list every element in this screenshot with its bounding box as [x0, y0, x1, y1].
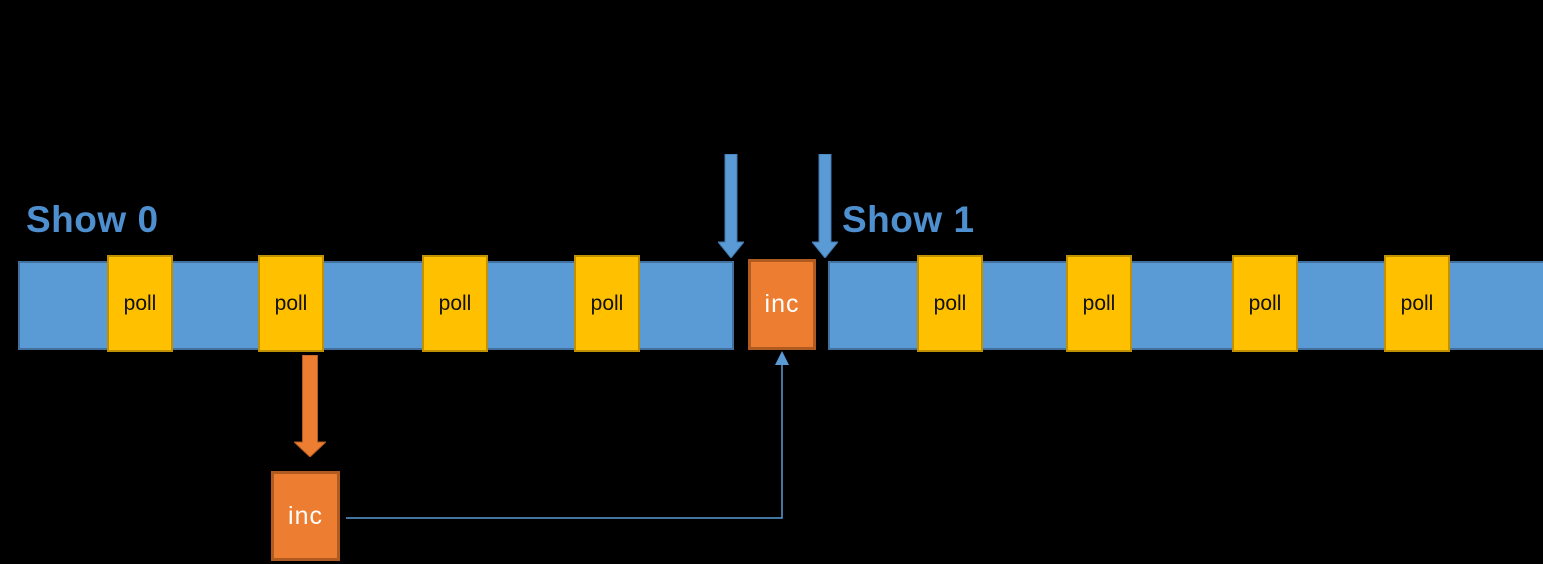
- down-arrow-icon: [812, 154, 838, 258]
- poll-block: poll: [1384, 255, 1450, 352]
- poll-block: poll: [917, 255, 983, 352]
- poll-block: poll: [574, 255, 640, 352]
- down-arrow-icon: [718, 154, 744, 258]
- expand-down-arrow-icon: [294, 355, 326, 457]
- connector-arrow: [346, 351, 789, 519]
- poll-block: poll: [1232, 255, 1298, 352]
- inc-block-detail: inc: [271, 471, 340, 561]
- show1-title: Show 1: [842, 199, 975, 240]
- show0-title: Show 0: [26, 199, 159, 240]
- inc-block-timeline: inc: [748, 259, 816, 350]
- poll-block: poll: [107, 255, 173, 352]
- poll-block: poll: [1066, 255, 1132, 352]
- poll-block: poll: [258, 255, 324, 352]
- poll-block: poll: [422, 255, 488, 352]
